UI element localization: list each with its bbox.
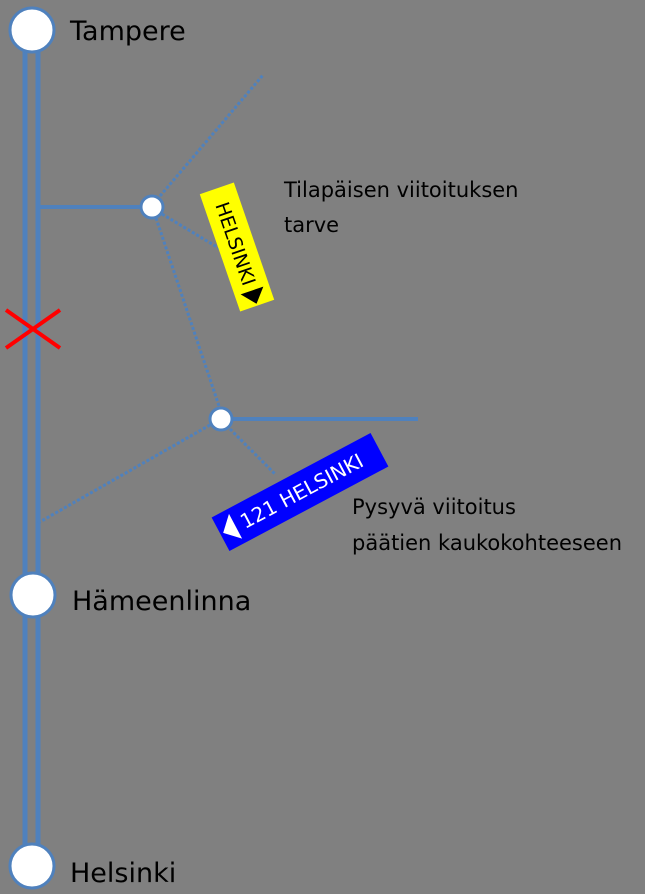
- main-highway: [22, 35, 41, 865]
- city-node-hameenlinna: [9, 571, 57, 619]
- dotted-road-to-yellow-sign: [161, 212, 223, 252]
- city-label-hameenlinna: Hämeenlinna: [72, 586, 251, 617]
- permanent-sign-label: 121 HELSINKI: [236, 449, 367, 534]
- note-permanent-line1: Pysyvä viitoitus: [352, 495, 516, 519]
- city-label-helsinki: Helsinki: [70, 858, 176, 889]
- city-label-tampere: Tampere: [69, 16, 186, 47]
- note-temporary-line2: tarve: [284, 213, 339, 237]
- city-node-tampere: [8, 6, 56, 54]
- dotted-road-sw: [37, 423, 211, 525]
- dotted-road-between-junctions: [154, 217, 221, 407]
- dotted-road-to-blue-sign: [228, 427, 278, 477]
- arrow-black-triangle-icon: [240, 286, 264, 304]
- city-node-helsinki: [8, 842, 56, 890]
- note-permanent-line2: päätien kaukokohteeseen: [352, 531, 622, 555]
- side-roads: [37, 74, 418, 525]
- closure-x-icon: [4, 308, 62, 350]
- junction-node-upper: [139, 194, 165, 220]
- temporary-sign: HELSINKI: [199, 182, 275, 312]
- note-temporary-line1: Tilapäisen viitoituksen: [283, 178, 519, 202]
- dotted-road-ne: [158, 74, 265, 197]
- arrow-white-triangle-icon: [223, 513, 243, 539]
- junction-node-lower: [208, 406, 234, 432]
